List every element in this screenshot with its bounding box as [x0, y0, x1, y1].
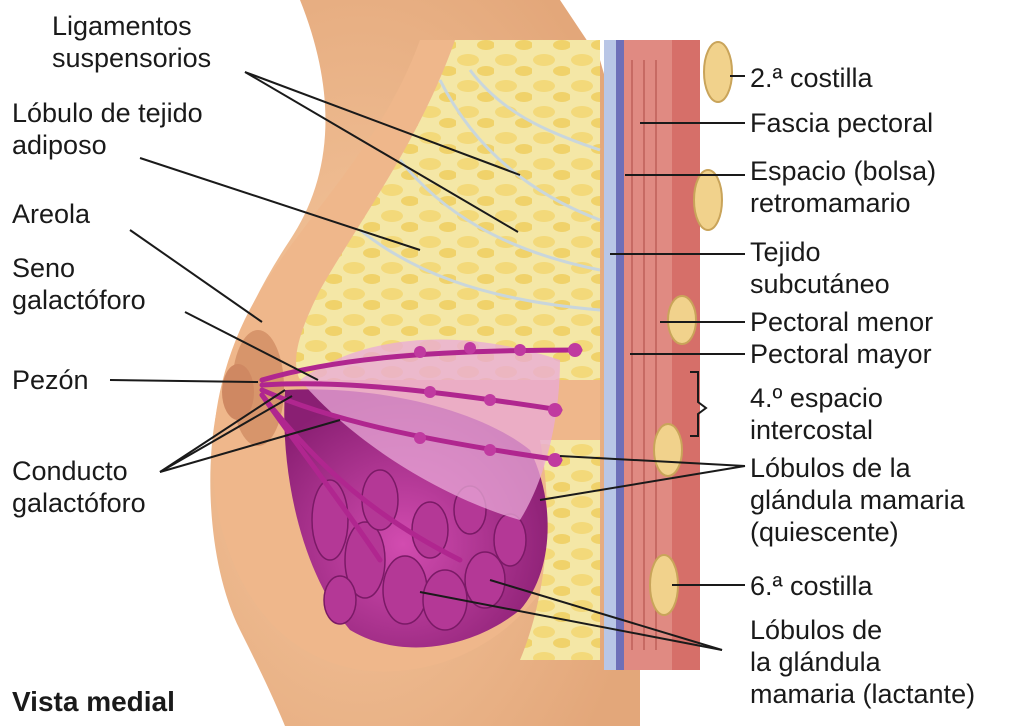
label-conducto-galactoforo: Conducto galactóforo — [12, 455, 146, 519]
label-pectoral-menor: Pectoral menor — [750, 306, 933, 338]
label-lobulos-lactante: Lóbulos de la glándula mamaria (lactante… — [750, 614, 975, 710]
label-4-espacio-intercostal: 4.º espacio intercostal — [750, 382, 883, 446]
view-title: Vista medial — [12, 686, 175, 718]
label-pectoral-mayor: Pectoral mayor — [750, 338, 932, 370]
label-ligamentos-suspensorios: Ligamentos suspensorios — [52, 10, 211, 74]
label-lobulos-quiescente: Lóbulos de la glándula mamaria (quiescen… — [750, 452, 965, 548]
label-seno-galactoforo: Seno galactóforo — [12, 252, 146, 316]
label-areola: Areola — [12, 198, 90, 230]
label-tejido-subcutaneo: Tejido subcutáneo — [750, 236, 890, 300]
retromammary-space — [604, 40, 616, 670]
label-fascia-pectoral: Fascia pectoral — [750, 107, 933, 139]
label-6-costilla: 6.ª costilla — [750, 570, 873, 602]
nipple — [222, 364, 254, 420]
label-lobulo-tejido-adiposo: Lóbulo de tejido adiposo — [12, 97, 203, 161]
label-pezon: Pezón — [12, 364, 89, 396]
pectoral-fascia — [616, 40, 624, 670]
label-2-costilla: 2.ª costilla — [750, 62, 873, 94]
label-espacio-retromamario: Espacio (bolsa) retromamario — [750, 155, 936, 219]
